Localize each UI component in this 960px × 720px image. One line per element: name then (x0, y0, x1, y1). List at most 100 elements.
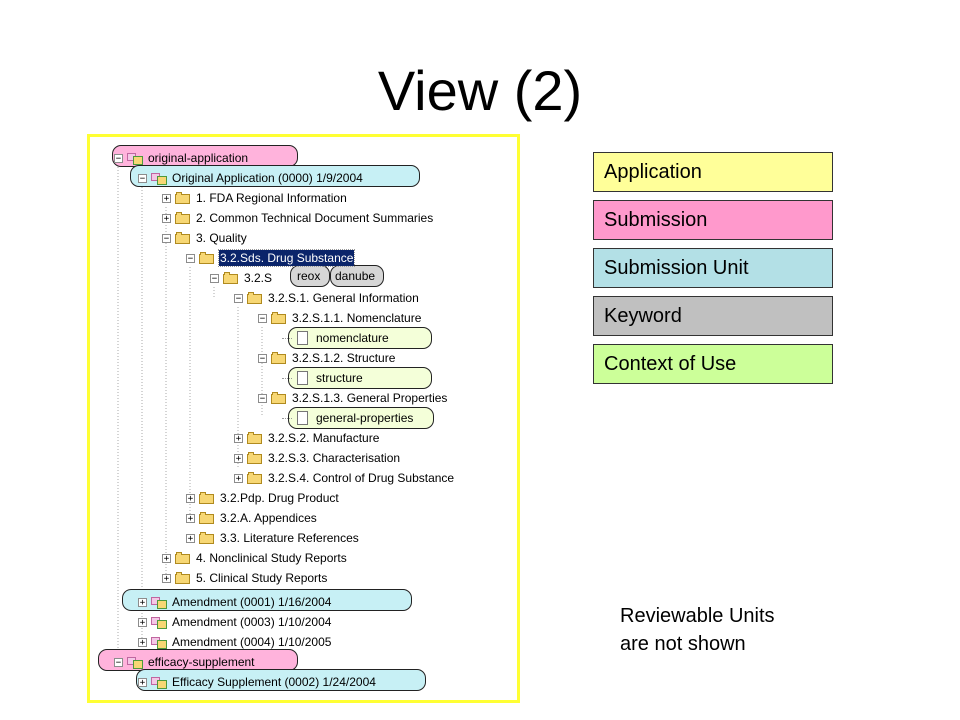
legend-submission: Submission (593, 200, 833, 240)
legend-context-of-use: Context of Use (593, 344, 833, 384)
tree-node[interactable]: − 3.2.Sds. Drug Substance (186, 249, 356, 267)
folder-icon (199, 531, 215, 545)
collapse-toggle-icon[interactable]: − (258, 353, 267, 364)
folder-icon (175, 211, 191, 225)
expand-toggle-icon[interactable]: + (138, 677, 147, 688)
tree-node[interactable]: − original-application (114, 149, 249, 167)
tree-node-label[interactable]: structure (316, 371, 363, 385)
collapse-toggle-icon[interactable]: − (138, 173, 147, 184)
collapse-toggle-icon[interactable]: − (234, 293, 243, 304)
tree-node-label[interactable]: Amendment (0003) 1/10/2004 (172, 615, 332, 629)
tree-node[interactable]: +1. FDA Regional Information (162, 189, 348, 207)
expand-toggle-icon[interactable]: + (186, 513, 195, 524)
submission-icon (151, 595, 167, 609)
tree-node[interactable]: +3.2.S.4. Control of Drug Substance (234, 469, 455, 487)
submission-icon (127, 655, 143, 669)
folder-icon (199, 491, 215, 505)
tree-node[interactable]: + Efficacy Supplement (0002) 1/24/2004 (138, 673, 377, 691)
expand-toggle-icon[interactable]: + (138, 617, 147, 628)
tree-node-label[interactable]: 4. Nonclinical Study Reports (196, 551, 347, 565)
folder-icon (247, 471, 263, 485)
tree-node-label[interactable]: Amendment (0001) 1/16/2004 (172, 595, 332, 609)
tree-node[interactable]: − 3.2.S.1.3. General Properties (258, 389, 448, 407)
submission-tree: −original-application−Original Applicati… (90, 137, 517, 700)
tree-node-label[interactable]: 3.2.Sds. Drug Substance (217, 249, 356, 267)
expand-toggle-icon[interactable]: + (186, 533, 195, 544)
collapse-toggle-icon[interactable]: − (114, 153, 123, 164)
tree-node-label[interactable]: 3.2.A. Appendices (220, 511, 317, 525)
tree-node[interactable]: − 3. Quality (162, 229, 248, 247)
collapse-toggle-icon[interactable]: − (162, 233, 171, 244)
tree-node-label[interactable]: 3.2.S.2. Manufacture (268, 431, 380, 445)
tree-node[interactable]: +3.2.S.2. Manufacture (234, 429, 380, 447)
collapse-toggle-icon[interactable]: − (210, 273, 219, 284)
tree-node[interactable]: general-properties (282, 409, 414, 427)
collapse-toggle-icon[interactable]: − (258, 393, 267, 404)
expand-toggle-icon[interactable]: + (186, 493, 195, 504)
tree-node[interactable]: +4. Nonclinical Study Reports (162, 549, 348, 567)
tree-node[interactable]: +5. Clinical Study Reports (162, 569, 328, 587)
tree-node[interactable]: +3.2.A. Appendices (186, 509, 318, 527)
tree-node-label[interactable]: Efficacy Supplement (0002) 1/24/2004 (172, 675, 376, 689)
expand-toggle-icon[interactable]: + (234, 433, 243, 444)
tree-node-label[interactable]: 5. Clinical Study Reports (196, 571, 328, 585)
expand-toggle-icon[interactable]: + (162, 573, 171, 584)
collapse-toggle-icon[interactable]: − (186, 253, 195, 264)
expand-toggle-icon[interactable]: + (234, 453, 243, 464)
tree-node-label[interactable]: 2. Common Technical Document Summaries (196, 211, 434, 225)
folder-icon (175, 551, 191, 565)
tree-node-label[interactable]: 3.2.S.1.1. Nomenclature (292, 311, 422, 325)
tree-node-label[interactable]: efficacy-supplement (148, 655, 255, 669)
tree-node-label[interactable]: 3.3. Literature References (220, 531, 359, 545)
tree-node-label[interactable]: 1. FDA Regional Information (196, 191, 347, 205)
tree-node[interactable]: + Amendment (0004) 1/10/2005 (138, 633, 332, 651)
tree-node[interactable]: +3.2.S.3. Characterisation (234, 449, 401, 467)
tree-node-label[interactable]: nomenclature (316, 331, 389, 345)
expand-toggle-icon[interactable]: + (138, 597, 147, 608)
expand-toggle-icon[interactable]: + (162, 193, 171, 204)
tree-node-label[interactable]: Amendment (0004) 1/10/2005 (172, 635, 332, 649)
tree-node-label[interactable]: 3.2.S.1. General Information (268, 291, 419, 305)
tree-node-label[interactable]: 3.2.S.4. Control of Drug Substance (268, 471, 455, 485)
tree-node[interactable]: structure (282, 369, 364, 387)
folder-icon (199, 251, 215, 265)
tree-node[interactable]: +3.3. Literature References (186, 529, 360, 547)
tree-node[interactable]: − 3.2.S (210, 269, 273, 287)
tree-node-label[interactable]: general-properties (316, 411, 414, 425)
collapse-toggle-icon[interactable]: − (258, 313, 267, 324)
document-icon (295, 411, 311, 425)
tree-node-label[interactable]: 3.2.S.3. Characterisation (268, 451, 401, 465)
note-line-1: Reviewable Units (620, 605, 775, 627)
tree-node[interactable]: nomenclature (282, 329, 390, 347)
expand-toggle-icon[interactable]: + (162, 213, 171, 224)
slide-title: View (2) (377, 59, 583, 122)
tree-node[interactable]: − 3.2.S.1.1. Nomenclature (258, 309, 422, 327)
collapse-toggle-icon[interactable]: − (114, 657, 123, 668)
expand-toggle-icon[interactable]: + (138, 637, 147, 648)
tree-node[interactable]: − 3.2.S.1. General Information (234, 289, 420, 307)
highlight-submission-unit-amendment-0001 (122, 589, 412, 611)
note-line-2: are not shown (620, 633, 746, 655)
expand-toggle-icon[interactable]: + (162, 553, 171, 564)
tree-node-label[interactable]: 3.2.S.1.3. General Properties (292, 391, 448, 405)
note-reviewable-units: Reviewable Units are not shown (620, 602, 860, 658)
tree-node[interactable]: +2. Common Technical Document Summaries (162, 209, 434, 227)
tree-node[interactable]: + Amendment (0001) 1/16/2004 (138, 593, 332, 611)
tree-node-label[interactable]: 3. Quality (196, 231, 247, 245)
tree-node-label[interactable]: Original Application (0000) 1/9/2004 (172, 171, 363, 185)
tree-node-label[interactable]: 3.2.Pdp. Drug Product (220, 491, 339, 505)
tree-node-label[interactable]: original-application (148, 151, 249, 165)
tree-node[interactable]: − Original Application (0000) 1/9/2004 (138, 169, 364, 187)
highlight-submission-unit-efficacy-supplement (136, 669, 426, 691)
tree-node-label[interactable]: 3.2.S (244, 271, 273, 285)
document-icon (295, 371, 311, 385)
tree-node-label[interactable]: 3.2.S.1.2. Structure (292, 351, 396, 365)
tree-node[interactable]: + Amendment (0003) 1/10/2004 (138, 613, 332, 631)
tree-node[interactable]: +3.2.Pdp. Drug Product (186, 489, 340, 507)
keyword-reox[interactable]: reox (297, 269, 321, 283)
submission-icon (151, 615, 167, 629)
keyword-danube[interactable]: danube (335, 269, 376, 283)
expand-toggle-icon[interactable]: + (234, 473, 243, 484)
tree-node[interactable]: − 3.2.S.1.2. Structure (258, 349, 396, 367)
tree-node[interactable]: − efficacy-supplement (114, 653, 256, 671)
